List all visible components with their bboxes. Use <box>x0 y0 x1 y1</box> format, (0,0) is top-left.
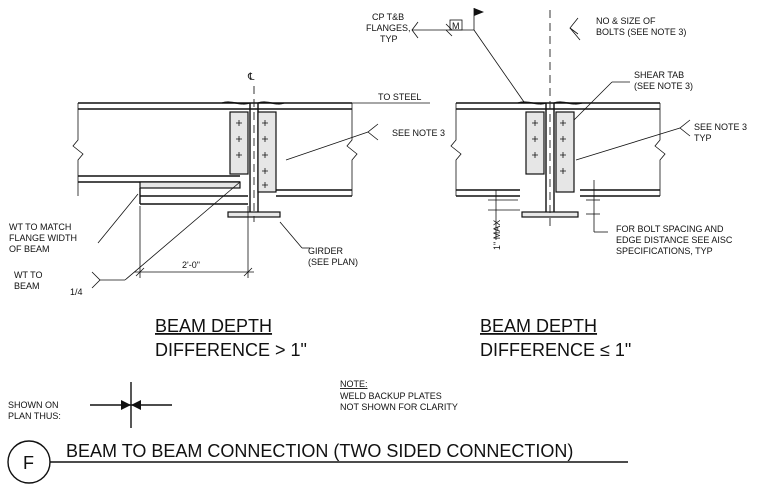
weld-symbol-letter: M <box>452 21 460 31</box>
detail-title-block: F BEAM TO BEAM CONNECTION (TWO SIDED CON… <box>7 440 628 484</box>
left-connection-detail: ℄ WT TO MATCH FLANGE WIDTH OF BEAM WT TO… <box>9 72 445 360</box>
to-steel-label: TO STEEL <box>378 92 421 102</box>
shear-tab-line-1: SHEAR TAB <box>634 70 684 80</box>
left-heading-line-1: BEAM DEPTH <box>155 316 272 336</box>
cp-line-3: TYP <box>380 34 398 44</box>
plan-symbol-line-2: PLAN THUS: <box>8 411 61 421</box>
bolt-spacing-line-3: SPECIFICATIONS, TYP <box>616 246 713 256</box>
see-note-label: SEE NOTE 3 <box>392 128 445 138</box>
wt-note-line-3: OF BEAM <box>9 244 50 254</box>
centerline-symbol: ℄ <box>247 72 255 83</box>
wt-to-beam-line-1: WT TO <box>14 270 43 280</box>
shear-tab-line-2: (SEE NOTE 3) <box>634 81 693 91</box>
right-heading-line-2: DIFFERENCE ≤ 1" <box>480 340 631 360</box>
girder-line-2: (SEE PLAN) <box>308 257 358 267</box>
bolt-spacing-line-2: EDGE DISTANCE SEE AISC <box>616 235 733 245</box>
detail-title: BEAM TO BEAM CONNECTION (TWO SIDED CONNE… <box>66 441 573 461</box>
dimension-label: 2'-0" <box>182 260 200 270</box>
plan-symbol-line-1: SHOWN ON <box>8 400 59 410</box>
right-connection-detail: CP T&B FLANGES, TYP M NO & SIZE OF BOLTS… <box>366 8 747 360</box>
see-note-right-line-1: SEE NOTE 3 <box>694 122 747 132</box>
see-note-right-line-2: TYP <box>694 133 712 143</box>
wt-note-line-1: WT TO MATCH <box>9 222 71 232</box>
max-label: 1" MAX <box>492 220 502 250</box>
wt-to-beam-line-2: BEAM <box>14 281 40 291</box>
weld-size-label: 1/4 <box>70 287 83 297</box>
note-line-2: NOT SHOWN FOR CLARITY <box>340 402 458 412</box>
cp-line-2: FLANGES, <box>366 23 411 33</box>
note-line-1: WELD BACKUP PLATES <box>340 391 442 401</box>
bolts-line-2: BOLTS (SEE NOTE 3) <box>596 27 686 37</box>
note-heading: NOTE: <box>340 379 368 389</box>
wt-note-line-2: FLANGE WIDTH <box>9 233 77 243</box>
left-heading-line-2: DIFFERENCE > 1" <box>155 340 307 360</box>
note-block: NOTE: WELD BACKUP PLATES NOT SHOWN FOR C… <box>340 379 458 412</box>
bolt-spacing-line-1: FOR BOLT SPACING AND <box>616 224 724 234</box>
girder-line-1: GIRDER <box>308 246 344 256</box>
plan-symbol: SHOWN ON PLAN THUS: <box>8 382 172 428</box>
cp-line-1: CP T&B <box>372 12 404 22</box>
right-heading-line-1: BEAM DEPTH <box>480 316 597 336</box>
detail-tag: F <box>23 453 34 473</box>
bolts-line-1: NO & SIZE OF <box>596 16 656 26</box>
